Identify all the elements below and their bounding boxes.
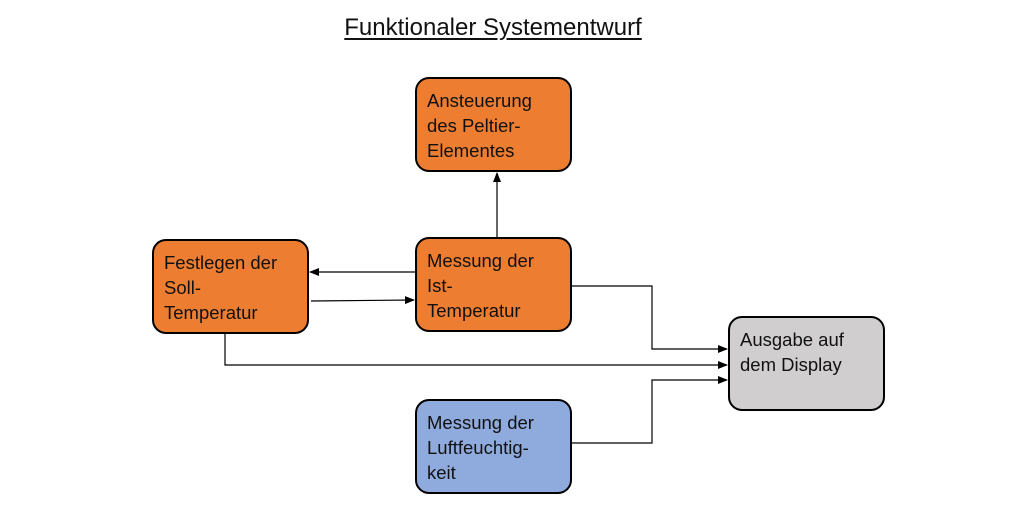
node-label-line: Festlegen der xyxy=(164,252,278,273)
node-label-line: Ausgabe auf xyxy=(740,329,844,350)
edge-luft-to-display xyxy=(572,376,728,444)
node-label-line: Ist- xyxy=(427,275,453,296)
node-set-target-temperature: Festlegen der Soll- Temperatur xyxy=(152,239,309,334)
node-measure-actual-temperature: Messung der Ist- Temperatur xyxy=(415,237,572,332)
node-label-line: keit xyxy=(427,462,456,483)
node-label-line: Messung der xyxy=(427,412,534,433)
edge-soll-to-display xyxy=(224,334,728,369)
node-label-line: dem Display xyxy=(740,354,842,375)
node-label-line: Ansteuerung xyxy=(427,90,532,111)
diagram-title: Funktionaler Systementwurf xyxy=(344,14,642,41)
node-label-line: Soll- xyxy=(164,277,202,298)
node-peltier-control: Ansteuerung des Peltier- Elementes xyxy=(415,77,572,172)
node-label-line: Elementes xyxy=(427,140,515,161)
node-label-line: des Peltier- xyxy=(427,115,521,136)
edge-soll-to-ist xyxy=(310,296,415,305)
node-label-line: Temperatur xyxy=(164,302,258,323)
node-label-line: Temperatur xyxy=(427,300,521,321)
node-display-output: Ausgabe auf dem Display xyxy=(728,316,885,411)
node-label-line: Luftfeuchtig- xyxy=(427,437,529,458)
node-measure-humidity: Messung der Luftfeuchtig- keit xyxy=(415,399,572,494)
edge-ist-to-display xyxy=(572,285,728,353)
node-label-line: Messung der xyxy=(427,250,534,271)
